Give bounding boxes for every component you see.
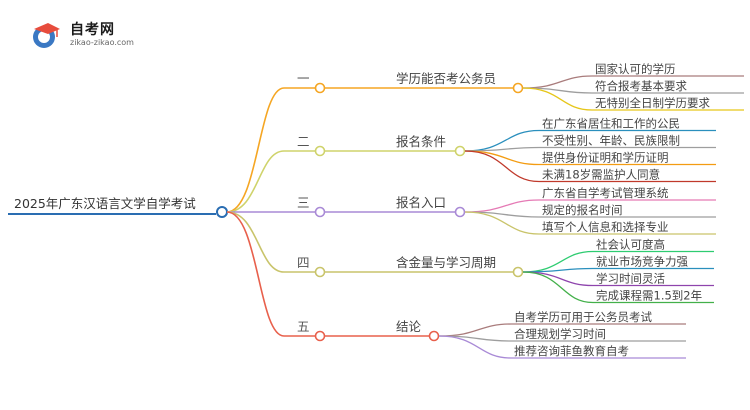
leaf-label: 未满18岁需监护人同意 [542,168,660,182]
branch-node [428,330,440,342]
leaf-connector [464,150,540,183]
leaf-connector [522,267,594,273]
branch-node [454,206,466,218]
branch-connector [226,211,285,337]
leaf-label: 推荐咨询菲鱼教育自考 [514,344,629,358]
leaf-label: 符合报考基本要求 [595,79,687,93]
branch-number-node [314,82,326,94]
branch-connector [226,150,285,213]
branch-number-node [314,206,326,218]
leaf-label: 国家认可的学历 [595,62,676,76]
leaf-connector [464,211,540,235]
branch-label: 学历能否考公务员 [396,71,496,86]
root-label: 2025年广东汉语言文学自学考试 [14,196,196,211]
branch-connector [226,211,285,273]
branch-number: 五 [297,319,310,334]
site-logo[interactable]: 自考网 zikao-zikao.com [30,18,170,54]
branch-label: 含金量与学习周期 [396,255,496,270]
leaf-connector [464,199,540,213]
branch-number-node [314,266,326,278]
branch-label: 报名入口 [396,195,446,210]
leaf-connector [522,87,593,111]
branch-number: 二 [297,134,310,149]
leaf-connector [522,271,594,287]
branch-number-node [314,330,326,342]
leaf-label: 在广东省居住和工作的公民 [542,117,680,131]
leaf-label: 规定的报名时间 [542,203,623,217]
leaf-connector [464,146,540,152]
leaf-label: 广东省自学考试管理系统 [542,186,669,200]
branch-number: 一 [297,71,310,86]
branch-label: 结论 [396,319,422,334]
leaf-label: 自考学历可用于公务员考试 [514,310,652,324]
logo-url: zikao-zikao.com [70,38,134,47]
leaf-label: 提供身份证明和学历证明 [542,151,669,165]
leaf-label: 合理规划学习时间 [514,327,606,341]
branch-number: 四 [297,255,310,270]
leaf-connector [522,271,594,304]
leaf-connector [464,150,540,166]
branch-label: 报名条件 [396,134,446,149]
root-node [216,206,228,218]
branch-connector [226,87,285,213]
branch-node [512,82,524,94]
leaf-label: 完成课程需1.5到2年 [596,289,702,303]
branch-node [454,145,466,157]
logo-title: 自考网 [70,22,115,38]
branch-number: 三 [297,195,310,210]
leaf-label: 就业市场竞争力强 [596,255,688,269]
leaf-label: 不受性别、年龄、民族限制 [542,134,680,148]
leaf-connector [438,335,512,359]
leaf-connector [438,323,512,337]
graduation-cap-icon [33,23,60,48]
leaf-label: 无特别全日制学历要求 [595,96,710,110]
leaf-connector [522,75,593,89]
leaf-label: 社会认可度高 [596,238,665,252]
leaf-label: 填写个人信息和选择专业 [542,220,669,234]
branch-number-node [314,145,326,157]
leaf-label: 学习时间灵活 [596,272,665,286]
branch-node [512,266,524,278]
